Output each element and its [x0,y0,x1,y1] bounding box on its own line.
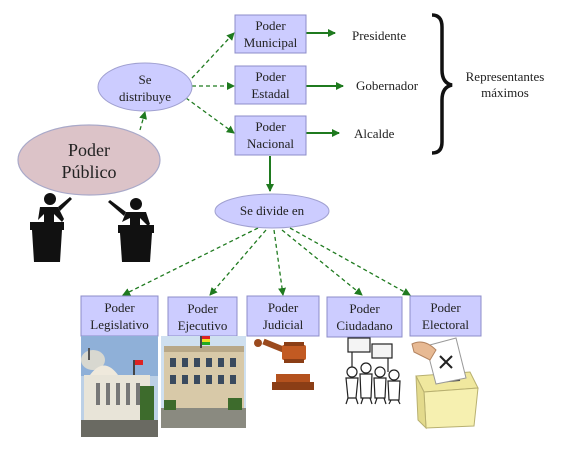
branch-box-judicial: Poder Judicial [246,295,320,337]
branch-label-line2: Ejecutivo [178,318,228,333]
root-node: Poder Público [17,124,161,196]
level-label-line1: Poder [255,119,286,134]
branch-label-line1: Poder [104,300,135,315]
level-label-line2: Estadal [251,86,290,101]
branch-box-legislativo: Poder Legislativo [80,295,159,337]
speakers-illustration [30,193,154,262]
level-box-estadal: Poder Estadal [234,65,307,105]
distribute-label-line2: distribuye [119,89,171,104]
representative-alcalde: Alcalde [354,126,395,141]
representative-presidente: Presidente [352,28,406,43]
distribute-label-line1: Se [139,72,152,87]
connector-to-judicial [273,229,287,296]
divide-node: Se divide en [214,193,330,229]
branch-label-line1: Poder [268,300,299,315]
connector-to-ciudadano [281,229,363,296]
connector-to-municipal [191,32,235,79]
connectors [122,29,411,296]
speaker-right-icon [108,198,154,262]
level-label-line1: Poder [255,18,286,33]
branch-label-line1: Poder [187,301,218,316]
connector-to-electoral [289,227,411,296]
speaker-left-icon [30,193,72,262]
executive-building-icon [161,336,246,428]
branch-label-line1: Poder [349,301,380,316]
level-label-line2: Nacional [247,136,294,151]
connector-root-distribute [139,111,147,131]
root-label-line2: Público [61,162,116,182]
representative-gobernador: Gobernador [356,78,419,93]
distribute-node: Se distribuye [97,62,193,112]
legislative-building-icon [81,336,158,437]
level-label-line2: Municipal [244,35,298,50]
ballot-box-icon [411,337,479,430]
branch-label-line2: Judicial [263,317,304,332]
branch-label-line2: Electoral [422,317,469,332]
representatives-label-line1: Representantes [466,69,545,84]
branch-box-ejecutivo: Poder Ejecutivo [167,296,238,337]
citizens-crowd-icon [345,337,401,405]
branch-label-line2: Legislativo [90,317,149,332]
level-box-municipal: Poder Municipal [234,14,307,54]
connector-to-ejecutivo [209,229,267,296]
divide-label: Se divide en [240,203,305,218]
curly-brace-icon [431,13,453,155]
branch-box-electoral: Poder Electoral [409,295,482,337]
connector-to-nacional [185,97,235,134]
gavel-icon [254,338,314,390]
root-label-line1: Poder [68,140,110,160]
branch-label-line1: Poder [430,300,461,315]
level-label-line1: Poder [255,69,286,84]
representatives-label-line2: máximos [481,85,529,100]
branch-label-line2: Ciudadano [336,318,392,333]
level-box-nacional: Poder Nacional [234,115,307,156]
branch-box-ciudadano: Poder Ciudadano [326,296,403,338]
